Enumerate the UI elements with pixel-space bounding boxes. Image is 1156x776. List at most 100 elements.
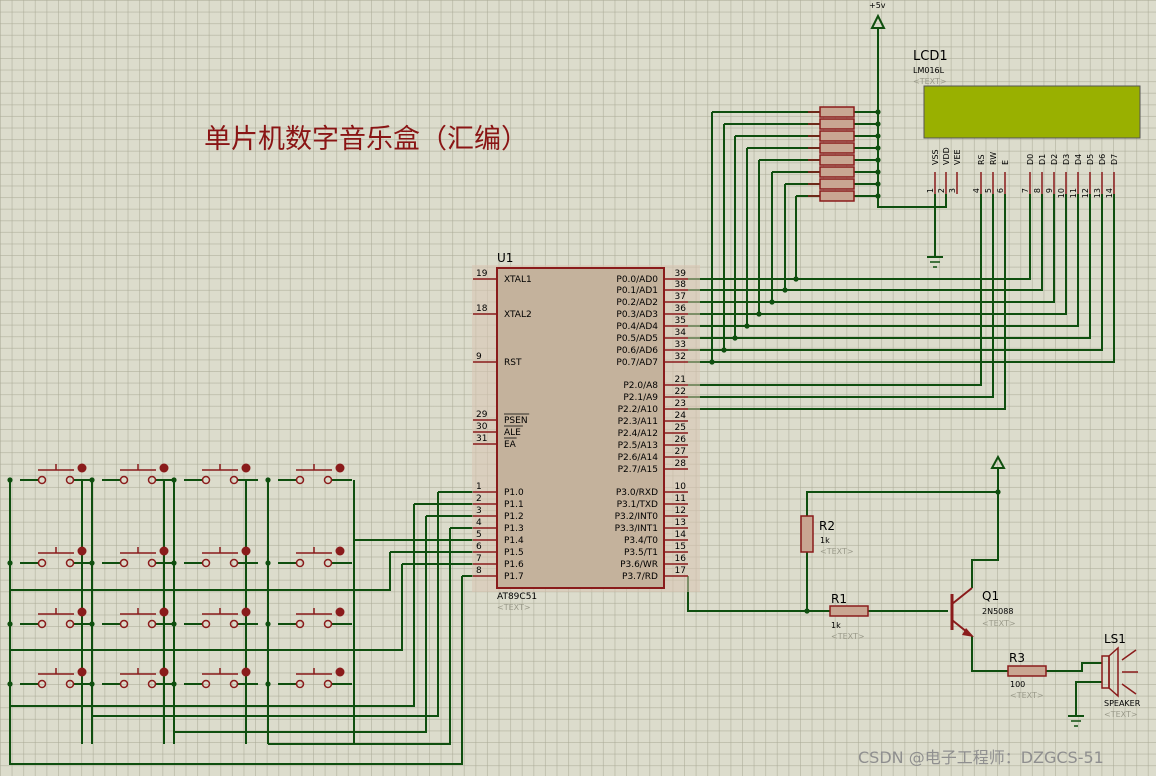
r3-hint: <TEXT> xyxy=(1010,691,1044,700)
u1-pin-number: 34 xyxy=(675,328,687,338)
lcd-pin-number: 3 xyxy=(948,188,957,193)
u1-pin-number: 17 xyxy=(675,566,686,576)
r3-ref: R3 xyxy=(1009,651,1025,665)
e-wire xyxy=(688,194,1006,410)
ls1-wave xyxy=(1121,649,1137,661)
ls1-ref: LS1 xyxy=(1104,632,1126,646)
pullup-resistor xyxy=(819,118,855,130)
lcd-pin-name: D0 xyxy=(1026,154,1035,165)
lcd-pin-name: D4 xyxy=(1074,154,1083,165)
u1-pin-number: 11 xyxy=(675,494,686,504)
p0-lcd-wire xyxy=(688,194,1031,280)
key-contact xyxy=(147,558,157,568)
key-contact xyxy=(37,475,47,485)
key-indicator xyxy=(159,463,169,473)
key-indicator xyxy=(241,546,251,556)
lcd-pin-number: 2 xyxy=(937,188,946,193)
u1-pin-name: P3.4/T0 xyxy=(624,536,658,546)
u1-pin-number: 16 xyxy=(675,554,687,564)
junction-dot xyxy=(171,560,177,566)
key-indicator xyxy=(335,607,345,617)
u1-pin-name: P0.4/AD4 xyxy=(616,322,658,332)
junction-dot xyxy=(265,560,271,566)
lcd-pin-name: VSS xyxy=(931,149,940,165)
u1-pin-number: 25 xyxy=(675,423,686,433)
lcd-pin-name: RS xyxy=(977,154,986,165)
u1-pin-number: 22 xyxy=(675,387,686,397)
junction-dot xyxy=(265,621,271,627)
lcd-pin-number: 1 xyxy=(926,188,935,193)
u1-pin-number: 7 xyxy=(476,554,482,564)
key-indicator xyxy=(77,546,87,556)
pullup-resistor xyxy=(819,178,855,190)
u1-pin-name: P3.6/WR xyxy=(620,560,658,570)
ls1-body xyxy=(1101,655,1110,689)
u1-pin-name: ALE xyxy=(504,428,521,438)
key-contact xyxy=(323,558,333,568)
p0-lcd-wire xyxy=(688,194,1043,291)
junction-dot xyxy=(782,287,788,293)
key-contact xyxy=(295,475,305,485)
key-contact xyxy=(119,679,129,689)
p1-wire xyxy=(10,564,403,651)
lcd-pin-name: D3 xyxy=(1062,154,1071,165)
key-contact xyxy=(201,558,211,568)
labels: 单片机数字音乐盒（汇编） CSDN @电子工程师：DZGCS-51 +5v U1… xyxy=(204,1,1141,767)
rs-wire xyxy=(688,194,982,386)
lcd-ref: LCD1 xyxy=(913,49,948,64)
key-indicator xyxy=(241,463,251,473)
u1-pin-name: P3.1/TXD xyxy=(617,500,658,510)
lcd-pin-name: D5 xyxy=(1086,154,1095,165)
u1-pin-number: 39 xyxy=(675,269,687,279)
u1-pin-number: 10 xyxy=(675,482,687,492)
u1-ref: U1 xyxy=(497,251,513,265)
u1-pin-name: P1.5 xyxy=(504,548,524,558)
u1-pin-number: 27 xyxy=(675,447,686,457)
u1-pin-number: 26 xyxy=(675,435,687,445)
u1-body xyxy=(496,267,665,589)
p1-wire xyxy=(268,528,451,745)
pullup-resistor xyxy=(819,190,855,202)
key-indicator xyxy=(335,667,345,677)
key-contact xyxy=(65,619,75,629)
key-indicator xyxy=(77,607,87,617)
ls1-cone xyxy=(1108,646,1119,698)
key-contact xyxy=(201,475,211,485)
u1-pin-name: P0.6/AD6 xyxy=(616,346,658,356)
u1-pin-name: P1.3 xyxy=(504,524,524,534)
key-indicator xyxy=(159,607,169,617)
speaker-ground-wire xyxy=(1075,681,1102,716)
u1-pin-name: P1.7 xyxy=(504,572,524,582)
ls1-wave xyxy=(1121,683,1137,695)
vcc-arrow xyxy=(990,454,1006,469)
q1-arrow xyxy=(962,628,974,637)
lcd-pin-number: 7 xyxy=(1021,188,1030,193)
key-contact xyxy=(119,619,129,629)
lcd-pin-number: 11 xyxy=(1069,188,1078,198)
key-contact xyxy=(65,475,75,485)
lcd-pin-name: D2 xyxy=(1050,154,1059,165)
u1-pin-name: P0.2/AD2 xyxy=(616,298,658,308)
p1-wire xyxy=(10,552,391,591)
q1-emitter-wire xyxy=(971,636,1008,672)
u1-pin-name: P2.5/A13 xyxy=(618,441,658,451)
r1-value: 1k xyxy=(831,621,841,630)
key-contact xyxy=(37,679,47,689)
u1-pin-name: P1.6 xyxy=(504,560,524,570)
u1-pin-name: P1.0 xyxy=(504,488,524,498)
p1-wire xyxy=(174,516,427,733)
u1-pin-number: 29 xyxy=(476,410,488,420)
key-contact xyxy=(229,558,239,568)
u1-pin-number: 19 xyxy=(476,269,488,279)
p1-wire xyxy=(92,492,439,717)
key-contact xyxy=(323,679,333,689)
u1-pin-number: 1 xyxy=(476,482,482,492)
u1-pin-number: 13 xyxy=(675,518,686,528)
junction-dot xyxy=(89,477,95,483)
junction-dot xyxy=(7,621,13,627)
junction-dot xyxy=(89,621,95,627)
r1-ref: R1 xyxy=(831,592,847,606)
key-indicator xyxy=(159,546,169,556)
key-contact xyxy=(147,475,157,485)
